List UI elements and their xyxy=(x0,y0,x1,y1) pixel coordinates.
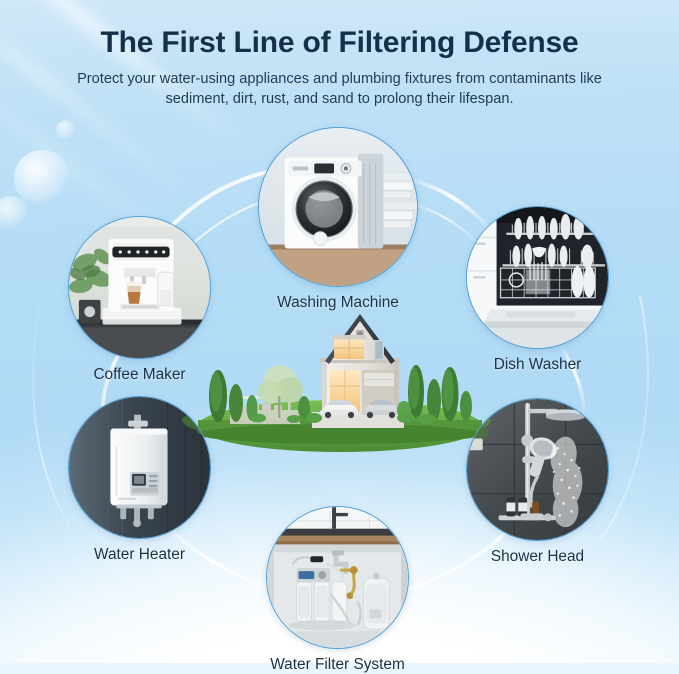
washing-machine-photo xyxy=(258,127,418,287)
lens-flare-icon xyxy=(56,120,76,140)
page-title: The First Line of Filtering Defense xyxy=(100,26,579,59)
feature-node-dish-washer: Dish Washer xyxy=(466,206,609,374)
lens-flare-icon xyxy=(14,150,70,206)
feature-label: Water Heater xyxy=(94,546,185,563)
header: The First Line of Filtering Defense Prot… xyxy=(0,26,679,110)
feature-label: Coffee Maker xyxy=(93,366,186,383)
shower-head-photo xyxy=(466,398,609,541)
coffee-maker-photo xyxy=(68,216,211,359)
feature-label: Washing Machine xyxy=(277,294,399,311)
feature-node-coffee-maker: Coffee Maker xyxy=(68,216,211,384)
feature-label: Water Filter System xyxy=(270,656,405,673)
feature-label: Dish Washer xyxy=(493,356,582,373)
water-heater-photo xyxy=(68,396,211,539)
lens-flare-icon xyxy=(0,196,28,230)
feature-node-water-filter-system: Water Filter System xyxy=(266,506,409,674)
feature-node-washing-machine: Washing Machine xyxy=(258,127,418,312)
water-filter-system-photo xyxy=(266,506,409,649)
house-illustration xyxy=(194,300,486,470)
feature-node-shower-head: Shower Head xyxy=(466,398,609,566)
page-subtitle: Protect your water-using appliances and … xyxy=(77,70,602,108)
feature-node-water-heater: Water Heater xyxy=(68,396,211,564)
feature-label: Shower Head xyxy=(490,548,585,565)
dish-washer-photo xyxy=(466,206,609,349)
